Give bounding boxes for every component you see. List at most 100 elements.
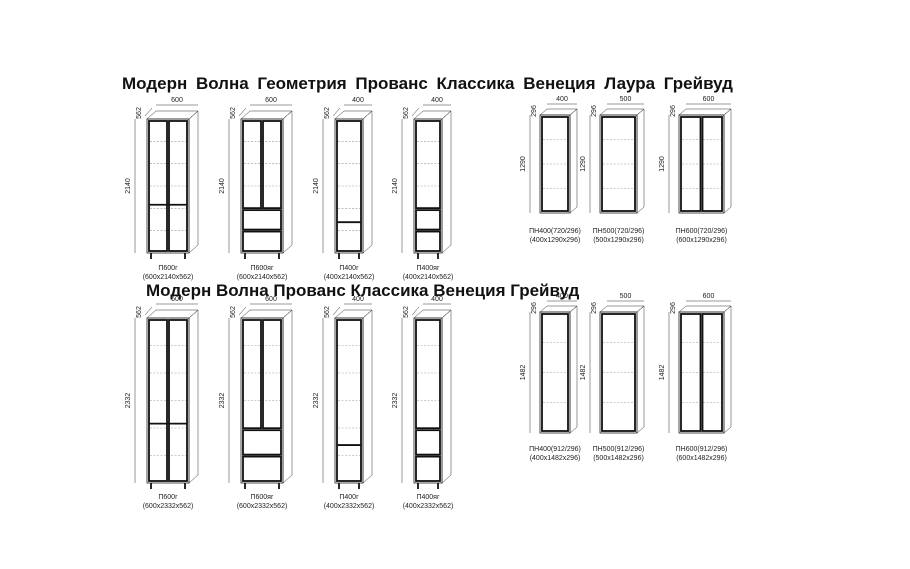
cabinet-code: ПН400(912/296) [529, 446, 581, 453]
cabinet-body [146, 118, 190, 254]
depth-dim-line [411, 306, 420, 316]
width-label: 600 [703, 96, 715, 103]
door [541, 313, 569, 432]
cabinet-size: (500x1482x296) [593, 455, 644, 462]
height-label: 1290 [520, 156, 527, 172]
cabinet-top-face [599, 305, 645, 313]
width-label: 400 [431, 97, 443, 104]
width-label: 500 [620, 293, 632, 300]
width-label: 400 [556, 96, 568, 103]
cabinet-code: П600яг [250, 494, 274, 501]
cabinet-body [413, 317, 443, 484]
cabinet-code: П400яг [416, 494, 440, 501]
drawer-front [242, 230, 282, 252]
cabinet-body [599, 311, 638, 434]
height-label: 1290 [659, 156, 666, 172]
width-label: 400 [352, 296, 364, 303]
cabinet-side-face [636, 305, 645, 434]
cabinet-code: П600г [158, 494, 178, 501]
door [541, 116, 569, 212]
depth-label: 296 [591, 105, 598, 117]
width-label: 500 [620, 96, 632, 103]
depth-dim-line [144, 107, 153, 117]
height-label: 1290 [580, 156, 587, 172]
cabinet-side-face [723, 305, 732, 434]
cabinet-body [539, 114, 571, 214]
height-label: 2332 [125, 393, 132, 409]
height-label: 1482 [580, 365, 587, 381]
door-left [680, 313, 702, 432]
cabinet-top-face [413, 110, 452, 120]
cabinet-side-face [362, 110, 373, 254]
heading-row1: Модерн Волна Геометрия Прованс Классика … [122, 74, 733, 93]
width-label: 600 [171, 97, 183, 104]
door-right [701, 313, 723, 432]
cabinet-side-face [188, 309, 199, 484]
cabinet-side-face [441, 110, 452, 254]
cabinet-code: ПН400(720/296) [529, 228, 581, 235]
cabinet-size: (600x1290x296) [676, 237, 727, 244]
glass-door [336, 120, 362, 252]
cabinet-size: (600x2332x562) [143, 503, 194, 510]
depth-label: 562 [230, 306, 237, 318]
height-label: 1482 [520, 365, 527, 381]
depth-label: 296 [670, 302, 677, 314]
heading-row2: Модерн Волна Прованс Классика Венеция Гр… [146, 281, 580, 300]
height-label: 2332 [392, 393, 399, 409]
depth-dim-line [238, 107, 247, 117]
depth-dim-line [238, 306, 247, 316]
height-label: 2140 [313, 178, 320, 194]
glass-door [415, 319, 441, 430]
glass-door-left [148, 319, 168, 482]
cabinet-body [146, 317, 190, 484]
width-label: 400 [431, 296, 443, 303]
cabinet-side-face [569, 108, 578, 214]
height-label: 2332 [219, 393, 226, 409]
glass-door-right [168, 120, 188, 252]
drawer-front [415, 455, 441, 482]
cabinet-size: (400x2140x562) [324, 274, 375, 281]
cabinet-body [334, 118, 364, 254]
depth-label: 562 [403, 107, 410, 119]
door [601, 116, 636, 212]
cabinet-size: (600x1482x296) [676, 455, 727, 462]
cabinet-side-face [723, 108, 732, 214]
depth-label: 562 [403, 306, 410, 318]
glass-door [415, 120, 441, 210]
glass-door-left [242, 120, 262, 210]
height-label: 2332 [313, 393, 320, 409]
cabinet-size: (400x1482x296) [530, 455, 581, 462]
cabinet-code: П600г [158, 265, 178, 272]
cabinet-top-face [539, 108, 578, 116]
cabinet-code: ПН500(720/296) [593, 228, 645, 235]
depth-dim-line [332, 107, 341, 117]
depth-label: 296 [591, 302, 598, 314]
cabinet-side-face [188, 110, 199, 254]
cabinet-body [240, 317, 284, 484]
cabinet-side-face [636, 108, 645, 214]
cabinet-body [240, 118, 284, 254]
cabinet-body [334, 317, 364, 484]
drawer-front [415, 429, 441, 456]
cabinet-body [678, 311, 725, 434]
height-label: 1482 [659, 365, 666, 381]
cabinet-code: П400г [339, 494, 359, 501]
depth-label: 562 [136, 107, 143, 119]
door [601, 313, 636, 432]
width-label: 600 [703, 293, 715, 300]
door-left [680, 116, 702, 212]
depth-dim-line [332, 306, 341, 316]
glass-door-right [262, 319, 282, 430]
drawer-front [242, 429, 282, 456]
